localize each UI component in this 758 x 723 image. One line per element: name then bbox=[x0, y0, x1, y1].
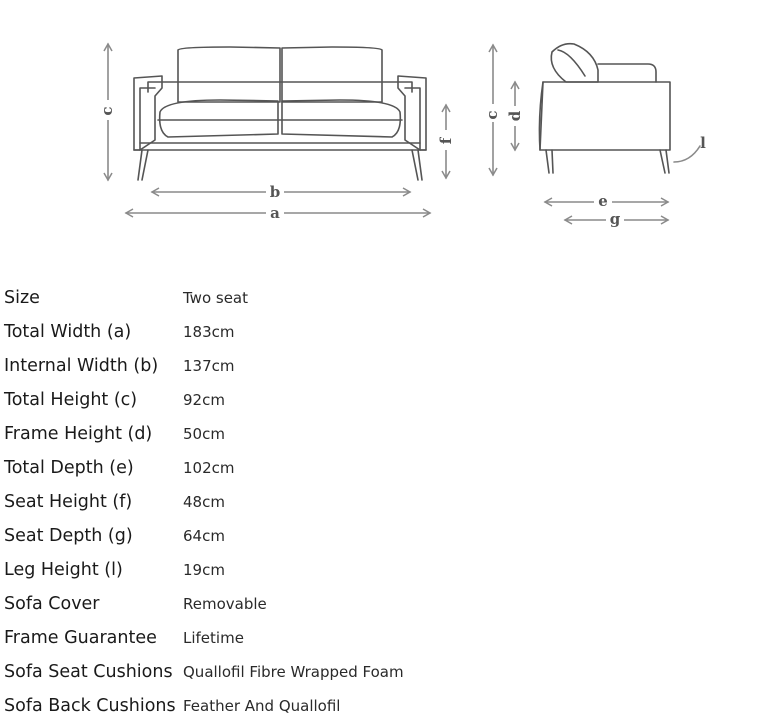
side-leg-back bbox=[659, 149, 670, 174]
spec-value: Two seat bbox=[183, 289, 249, 307]
spec-label: Total Width (a) bbox=[4, 322, 132, 342]
spec-value: Lifetime bbox=[183, 629, 244, 647]
dimension-f-label: f bbox=[437, 136, 455, 144]
arm-left-inner bbox=[139, 87, 156, 151]
spec-row-leg-height: Leg Height (l) 19cm bbox=[4, 553, 404, 587]
spec-value: Feather And Quallofil bbox=[183, 697, 341, 715]
sofa-side-view bbox=[538, 42, 671, 174]
spec-label: Total Depth (e) bbox=[4, 458, 134, 478]
spec-value: 50cm bbox=[183, 425, 225, 443]
leg-left bbox=[137, 149, 149, 181]
dimension-l-leader bbox=[673, 145, 701, 163]
arm-right-inner bbox=[404, 87, 421, 151]
spec-row-size: Size Two seat bbox=[4, 281, 404, 315]
dimension-b-label: b bbox=[270, 183, 281, 201]
spec-label: Frame Height (d) bbox=[4, 424, 153, 444]
side-back-cushion-inner bbox=[557, 49, 586, 77]
spec-value: 137cm bbox=[183, 357, 235, 375]
spec-label: Sofa Back Cushions bbox=[4, 696, 176, 716]
frame-base bbox=[133, 142, 427, 151]
spec-value: 64cm bbox=[183, 527, 225, 545]
spec-label: Frame Guarantee bbox=[4, 628, 157, 648]
spec-value: Quallofil Fibre Wrapped Foam bbox=[183, 663, 404, 681]
spec-row-total-height: Total Height (c) 92cm bbox=[4, 383, 404, 417]
spec-row-seat-height: Seat Height (f) 48cm bbox=[4, 485, 404, 519]
seat-cushion-left bbox=[158, 99, 279, 138]
spec-row-total-depth: Total Depth (e) 102cm bbox=[4, 451, 404, 485]
side-backrest bbox=[597, 63, 657, 83]
spec-label: Seat Depth (g) bbox=[4, 526, 133, 546]
arm-right bbox=[397, 75, 427, 151]
back-cushion-left bbox=[177, 46, 281, 103]
spec-value: 92cm bbox=[183, 391, 225, 409]
side-frame bbox=[539, 81, 671, 151]
spec-label: Seat Height (f) bbox=[4, 492, 133, 512]
spec-row-back-cushions: Sofa Back Cushions Feather And Quallofil bbox=[4, 689, 404, 723]
spec-value: 19cm bbox=[183, 561, 225, 579]
spec-label: Internal Width (b) bbox=[4, 356, 159, 376]
dimension-a-label: a bbox=[270, 204, 280, 222]
side-back-cushion bbox=[550, 42, 599, 83]
spec-value: Removable bbox=[183, 595, 267, 613]
dimension-diagram: c f b a c d l e g bbox=[98, 42, 706, 229]
spec-value: 48cm bbox=[183, 493, 225, 511]
dimension-d-label: d bbox=[506, 110, 524, 121]
spec-row-sofa-cover: Sofa Cover Removable bbox=[4, 587, 404, 621]
spec-value: 183cm bbox=[183, 323, 235, 341]
specifications-table: Size Two seat Total Width (a) 183cm Inte… bbox=[4, 281, 404, 723]
sofa-front-view bbox=[133, 46, 427, 181]
spec-value: 102cm bbox=[183, 459, 235, 477]
spec-label: Leg Height (l) bbox=[4, 560, 123, 580]
leg-right bbox=[411, 149, 423, 181]
frame-back bbox=[147, 81, 413, 93]
spec-label: Sofa Seat Cushions bbox=[4, 662, 173, 682]
side-leg-front bbox=[545, 149, 554, 174]
spec-row-frame-height: Frame Height (d) 50cm bbox=[4, 417, 404, 451]
spec-label: Sofa Cover bbox=[4, 594, 100, 614]
spec-label: Size bbox=[4, 288, 40, 308]
spec-row-seat-depth: Seat Depth (g) 64cm bbox=[4, 519, 404, 553]
spec-row-internal-width: Internal Width (b) 137cm bbox=[4, 349, 404, 383]
dimension-c-label-front: c bbox=[98, 106, 116, 115]
dimension-l-label: l bbox=[700, 134, 706, 152]
dimension-c-label-side: c bbox=[483, 110, 501, 119]
spec-row-frame-guarantee: Frame Guarantee Lifetime bbox=[4, 621, 404, 655]
dimension-e-label: e bbox=[598, 192, 608, 210]
side-frame-front bbox=[538, 81, 544, 151]
spec-row-seat-cushions: Sofa Seat Cushions Quallofil Fibre Wrapp… bbox=[4, 655, 404, 689]
spec-label: Total Height (c) bbox=[4, 390, 138, 410]
spec-row-total-width: Total Width (a) 183cm bbox=[4, 315, 404, 349]
back-cushion-right bbox=[281, 46, 383, 103]
dimension-g-label: g bbox=[610, 210, 621, 228]
seat-cushion-right bbox=[281, 99, 402, 138]
